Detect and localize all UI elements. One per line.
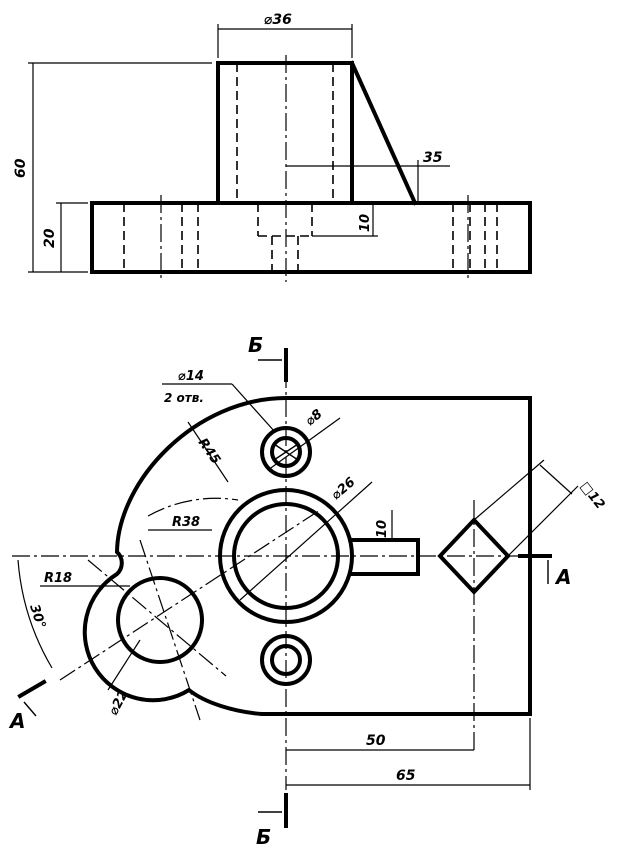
dim-35-label: 35	[423, 150, 443, 166]
section-a-right-label: А	[554, 565, 571, 589]
dim-10-top-label: 10	[375, 520, 390, 538]
base-plate-outline	[90, 201, 532, 274]
dim-20-label: 20	[42, 228, 58, 248]
dim-10-front-label: 10	[358, 214, 373, 232]
top-view: ⌀14 2 отв. ⌀8 R45 ⌀26 R38 10 □12 R18 30°…	[8, 333, 607, 849]
dim-square-12-label: □12	[577, 479, 608, 512]
dim-14-leader	[231, 383, 276, 433]
dim-36-label: ⌀36	[264, 12, 292, 28]
dim-2-holes-label: 2 отв.	[164, 391, 204, 405]
section-b-bottom-label: Б	[256, 825, 271, 849]
r38-arc	[147, 497, 239, 517]
hole-mark-2	[273, 443, 299, 461]
plate-contour	[82, 396, 532, 716]
slot-outline	[350, 538, 420, 576]
dim-22-label: ⌀22	[106, 688, 131, 718]
dim-r45-label: R45	[195, 436, 223, 468]
section-a-left-label: А	[8, 709, 25, 733]
left-hole-axis-2	[139, 539, 201, 721]
section-a-left-arrow	[23, 701, 37, 717]
dim-r38-label: R38	[172, 515, 200, 530]
left-hole-axis-1	[87, 559, 227, 677]
dim-14-label: ⌀14	[178, 369, 204, 384]
dim-50-label: 50	[366, 733, 386, 749]
dim-sq-ext-1	[507, 485, 579, 557]
angle-30-arc	[17, 559, 53, 669]
dim-65-label: 65	[396, 768, 416, 784]
dim-26-line	[239, 481, 373, 601]
dim-sq-line	[539, 464, 573, 495]
angle-30-label: 30°	[26, 603, 48, 631]
dim-60-label: 60	[13, 158, 29, 178]
front-view: ⌀36 60 20 10 35	[13, 12, 532, 282]
dim-r18-label: R18	[44, 571, 72, 586]
section-b-top-label: Б	[248, 333, 263, 357]
boss-outline	[216, 61, 354, 205]
dim-8-line	[267, 417, 341, 471]
dim-22-line	[107, 639, 141, 691]
left-hole-circle	[116, 576, 204, 664]
dim-r45-line	[187, 421, 229, 483]
dim-8-label: ⌀8	[303, 407, 326, 429]
section-a-left-stroke	[17, 679, 47, 699]
dim-sq-ext-2	[473, 459, 545, 521]
rib-edge	[349, 60, 418, 206]
section-a-line	[59, 509, 321, 681]
